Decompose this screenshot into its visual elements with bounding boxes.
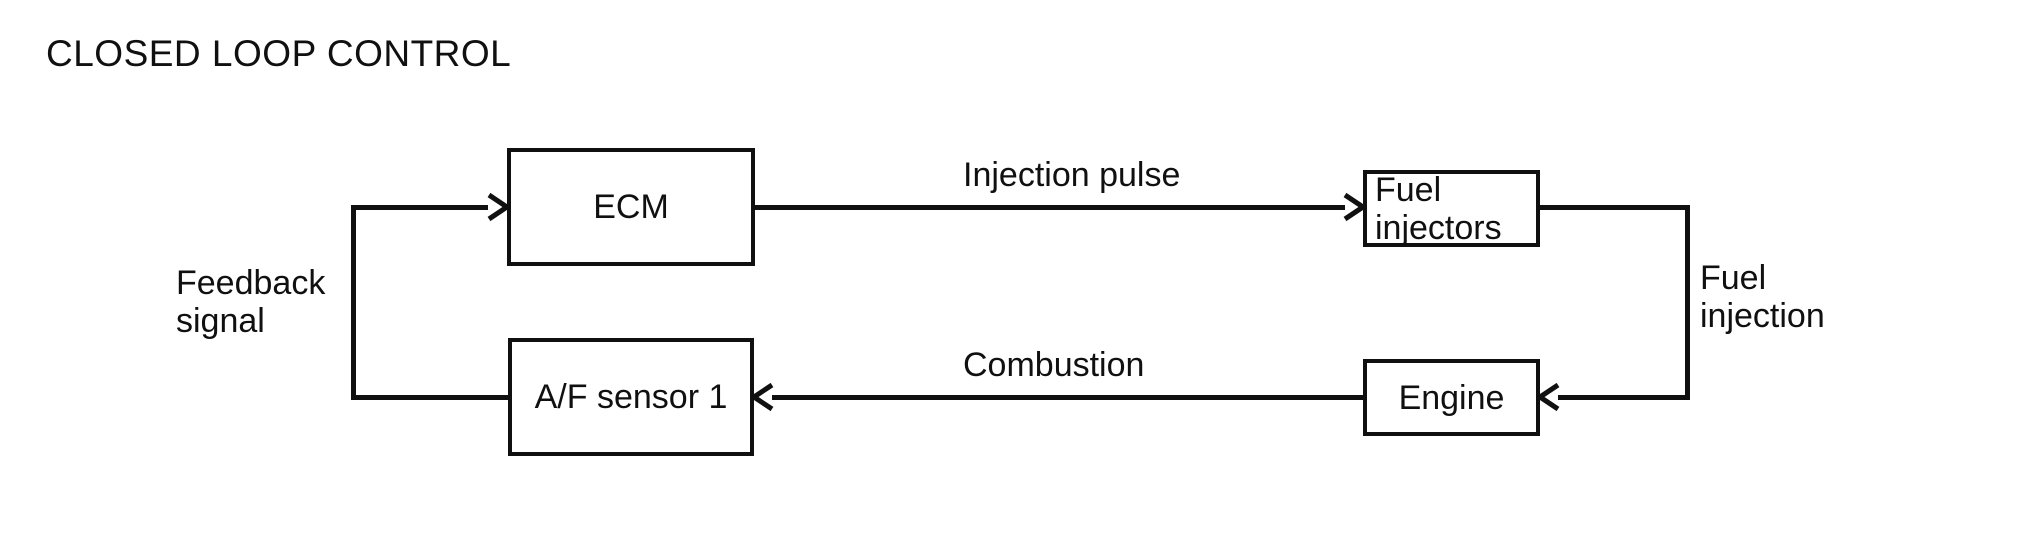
edge-label-feedback-signal: Feedback signal bbox=[176, 264, 326, 340]
edge-label-injection-pulse: Injection pulse bbox=[963, 156, 1181, 194]
feedback-line-vertical bbox=[351, 205, 356, 400]
arrowhead-left-af-sensor-icon bbox=[750, 382, 774, 412]
feedback-line-into-ecm bbox=[351, 205, 488, 210]
combustion-line bbox=[772, 395, 1363, 400]
node-af-sensor-1: A/F sensor 1 bbox=[508, 338, 754, 456]
node-ecm-label: ECM bbox=[593, 188, 669, 226]
diagram-title: CLOSED LOOP CONTROL bbox=[46, 33, 512, 74]
fuel-injection-line-into-engine bbox=[1558, 395, 1690, 400]
edge-label-combustion: Combustion bbox=[963, 346, 1145, 384]
arrowhead-left-engine-icon bbox=[1536, 382, 1560, 412]
node-fuel-injectors-label: Fuel injectors bbox=[1375, 170, 1502, 247]
fuel-injection-line-top bbox=[1540, 205, 1690, 210]
node-engine: Engine bbox=[1363, 359, 1540, 436]
node-fuel-injectors: Fuel injectors bbox=[1363, 170, 1540, 247]
edge-label-fuel-injection: Fuel injection bbox=[1700, 259, 1825, 335]
injection-pulse-line bbox=[755, 205, 1345, 210]
feedback-line-from-sensor bbox=[351, 395, 508, 400]
node-af-sensor-1-label: A/F sensor 1 bbox=[534, 378, 728, 416]
node-ecm: ECM bbox=[507, 148, 755, 266]
node-engine-label: Engine bbox=[1398, 378, 1505, 417]
fuel-injection-line-vertical bbox=[1685, 205, 1690, 400]
